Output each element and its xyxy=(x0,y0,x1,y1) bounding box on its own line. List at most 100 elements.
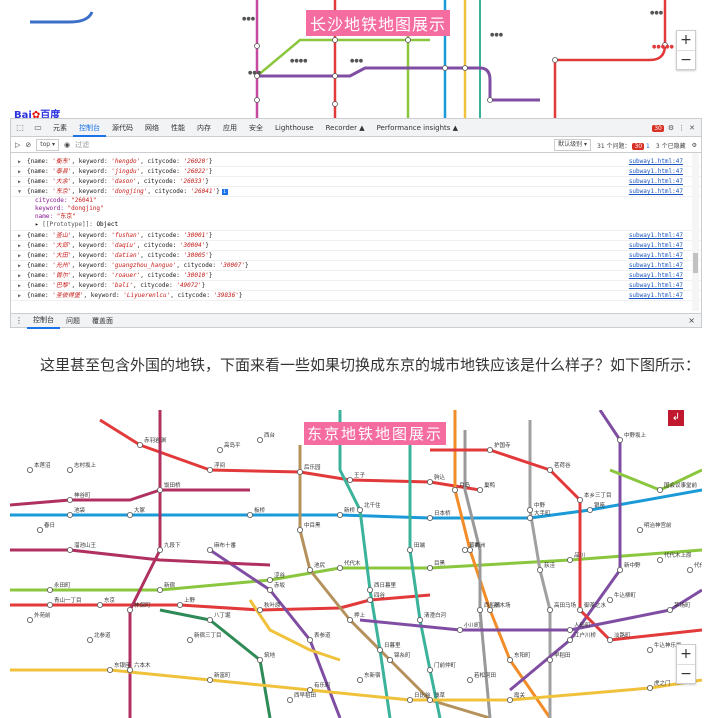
station-marker[interactable] xyxy=(206,616,213,623)
console-log-row[interactable]: ▶{name: '首尔', keyword: 'roauer', citycod… xyxy=(11,271,701,281)
station-marker[interactable] xyxy=(687,566,694,573)
station-marker[interactable] xyxy=(67,512,74,519)
expand-triangle-icon[interactable]: ▶ xyxy=(18,179,22,185)
close-devtools-icon[interactable]: ✕ xyxy=(689,124,695,132)
source-link[interactable]: subway1.html:47 xyxy=(628,168,683,175)
station-marker[interactable] xyxy=(67,467,74,474)
station-marker[interactable] xyxy=(547,656,554,663)
tokyo-zoom-out-button[interactable]: − xyxy=(677,664,695,683)
tab-network[interactable]: 网络 xyxy=(145,123,159,132)
station-marker[interactable] xyxy=(67,546,74,553)
station-marker[interactable] xyxy=(506,696,513,703)
station-marker[interactable] xyxy=(506,656,513,663)
source-link[interactable]: subway1.html:47 xyxy=(628,178,683,185)
sidebar-toggle-icon[interactable]: ▷ xyxy=(15,140,21,149)
station-marker[interactable] xyxy=(657,556,664,563)
station-marker[interactable] xyxy=(107,666,114,673)
source-link[interactable]: subway1.html:47 xyxy=(628,252,683,259)
station-marker[interactable] xyxy=(26,616,33,623)
station-marker[interactable] xyxy=(366,596,373,603)
station-marker[interactable] xyxy=(567,556,574,563)
station-marker[interactable] xyxy=(587,507,594,514)
station-marker[interactable] xyxy=(336,512,343,519)
station-marker[interactable] xyxy=(657,487,664,494)
drawer-tab-console[interactable]: 控制台 xyxy=(27,313,60,329)
station-marker[interactable] xyxy=(286,696,293,703)
station-marker[interactable] xyxy=(406,546,413,553)
issues-badge[interactable]: 30 xyxy=(652,124,664,132)
station-marker[interactable] xyxy=(296,469,303,476)
station-marker[interactable] xyxy=(617,566,624,573)
station-marker[interactable] xyxy=(617,436,624,443)
tab-application[interactable]: 应用 xyxy=(223,123,237,132)
station-marker[interactable] xyxy=(336,564,343,571)
console-log-row[interactable]: ▶{name: '釜山', keyword: 'fushan', citycod… xyxy=(11,231,701,241)
scrollbar-thumb[interactable] xyxy=(693,253,698,273)
station-marker[interactable] xyxy=(176,601,183,608)
station-marker[interactable] xyxy=(426,666,433,673)
station-marker[interactable] xyxy=(426,479,433,486)
station-marker[interactable] xyxy=(647,646,654,653)
station-marker[interactable] xyxy=(547,606,554,613)
console-log-row[interactable]: ▼{name: '东京', keyword: 'dongjing', cityc… xyxy=(11,187,701,197)
zoom-out-button[interactable]: − xyxy=(677,50,695,69)
tab-console[interactable]: 控制台 xyxy=(73,119,106,137)
station-marker[interactable] xyxy=(256,606,263,613)
expand-triangle-icon[interactable]: ▶ xyxy=(18,283,22,289)
expanded-prototype[interactable]: ▸ [[Prototype]]: Object xyxy=(11,221,701,231)
source-link[interactable]: subway1.html:47 xyxy=(628,272,683,279)
console-log-row[interactable]: ▶{name: '大余', keyword: 'dason', citycode… xyxy=(11,177,701,187)
filter-input[interactable]: 过滤 xyxy=(75,140,90,149)
expand-triangle-icon[interactable]: ▶ xyxy=(18,169,22,175)
clear-console-icon[interactable]: ⊘ xyxy=(25,140,32,149)
station-marker[interactable] xyxy=(156,546,163,553)
station-marker[interactable] xyxy=(637,527,644,534)
station-marker[interactable] xyxy=(356,507,363,514)
station-marker[interactable] xyxy=(476,606,483,613)
station-marker[interactable] xyxy=(461,546,468,553)
more-menu-icon[interactable]: ⋮ xyxy=(678,124,686,132)
station-marker[interactable] xyxy=(607,636,614,643)
station-marker[interactable] xyxy=(476,487,483,494)
station-marker[interactable] xyxy=(547,467,554,474)
station-marker[interactable] xyxy=(346,477,353,484)
tab-recorder[interactable]: Recorder ▲ xyxy=(325,123,365,132)
station-marker[interactable] xyxy=(127,606,134,613)
station-marker[interactable] xyxy=(527,515,534,522)
station-marker[interactable] xyxy=(426,696,433,703)
station-marker[interactable] xyxy=(36,527,43,534)
expand-triangle-icon[interactable]: ▶ xyxy=(18,293,22,299)
source-link[interactable]: subway1.html:47 xyxy=(628,158,683,165)
station-marker[interactable] xyxy=(456,626,463,633)
edit-return-icon[interactable]: ↲ xyxy=(668,410,684,426)
console-log-row[interactable]: ▶{name: '光州', keyword: 'guangzhou_hanguo… xyxy=(11,261,701,271)
station-marker[interactable] xyxy=(186,636,193,643)
drawer-close-icon[interactable]: × xyxy=(688,316,695,325)
station-marker[interactable] xyxy=(256,656,263,663)
source-link[interactable]: subway1.html:47 xyxy=(628,242,683,249)
drawer-tab-coverage[interactable]: 覆盖面 xyxy=(92,316,113,325)
station-marker[interactable] xyxy=(26,467,33,474)
station-marker[interactable] xyxy=(486,447,493,454)
expand-triangle-icon[interactable]: ▶ xyxy=(18,263,22,269)
station-marker[interactable] xyxy=(206,467,213,474)
station-marker[interactable] xyxy=(386,656,393,663)
console-log-row[interactable]: ▶{name: '泰县', keyword: 'jingdu', citycod… xyxy=(11,167,701,177)
station-marker[interactable] xyxy=(306,566,313,573)
station-marker[interactable] xyxy=(577,497,584,504)
station-marker[interactable] xyxy=(47,586,54,593)
console-settings-icon[interactable]: ⚙ xyxy=(691,141,697,149)
console-log-row[interactable]: ▶{name: '大田', keyword: 'datian', citycod… xyxy=(11,251,701,261)
station-marker[interactable] xyxy=(451,487,458,494)
device-toggle-icon[interactable]: ▭ xyxy=(34,123,42,132)
source-link[interactable]: subway1.html:47 xyxy=(628,282,683,289)
level-select[interactable]: 默认级别 ▾ xyxy=(554,139,592,151)
station-marker[interactable] xyxy=(97,601,104,608)
console-scrollbar[interactable] xyxy=(692,153,699,311)
changsha-map[interactable]: ●●●●●●●●●● ●●●●●●●●● ●●●●● 长沙地铁地图展示 + − … xyxy=(10,0,702,118)
station-marker[interactable] xyxy=(426,515,433,522)
tab-memory[interactable]: 内存 xyxy=(197,123,211,132)
tab-performance[interactable]: 性能 xyxy=(171,123,185,132)
tokyo-map[interactable]: 赤羽岩渊浮间后乐园王子驹込巢鸭池袋大冢板桥新桥日本桥大手町银座新宿涩谷代代木目黑… xyxy=(10,410,702,718)
station-marker[interactable] xyxy=(406,696,413,703)
